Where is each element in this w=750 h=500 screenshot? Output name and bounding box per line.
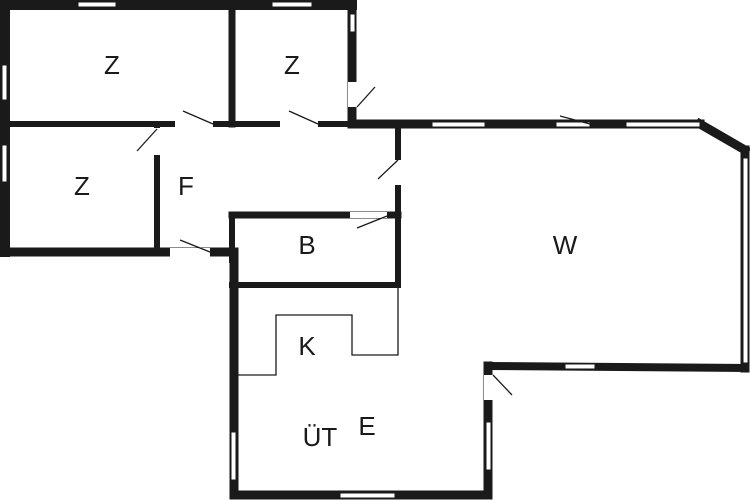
window <box>742 157 749 364</box>
window <box>271 1 313 8</box>
window <box>230 431 237 481</box>
window <box>564 363 596 370</box>
room-label-hallway: F <box>178 171 194 201</box>
door-swing <box>559 115 591 125</box>
door-swing <box>179 239 211 253</box>
window <box>339 492 396 499</box>
window <box>1 144 8 183</box>
wall-living-bottom <box>483 361 750 373</box>
window <box>431 121 486 128</box>
room-label-bathroom: B <box>298 230 315 260</box>
door-swing <box>288 110 319 125</box>
door-swing <box>136 128 158 152</box>
door-swing <box>377 159 399 180</box>
kitchen-counter <box>238 288 399 376</box>
room-label-living: W <box>553 230 578 260</box>
window <box>77 1 117 8</box>
door-swing <box>182 110 214 125</box>
door-openings <box>154 82 493 400</box>
window <box>485 421 492 471</box>
door-swing <box>356 215 388 229</box>
wall-corner <box>693 117 750 157</box>
room-label-kitchen: K <box>298 331 316 361</box>
room-label-dining: ÜT <box>303 422 338 452</box>
window <box>555 121 591 128</box>
door-swing <box>356 86 376 108</box>
room-label-z3: Z <box>74 171 90 201</box>
room-label-z2: Z <box>284 50 300 80</box>
window <box>625 121 701 128</box>
room-labels: Z Z Z F B W K ÜT E <box>74 50 578 452</box>
room-label-dining-sup: E <box>358 411 375 441</box>
window <box>1 64 8 101</box>
door-swings <box>136 86 591 396</box>
door-swing <box>492 374 513 396</box>
window <box>349 13 356 33</box>
room-label-z1: Z <box>104 50 120 80</box>
